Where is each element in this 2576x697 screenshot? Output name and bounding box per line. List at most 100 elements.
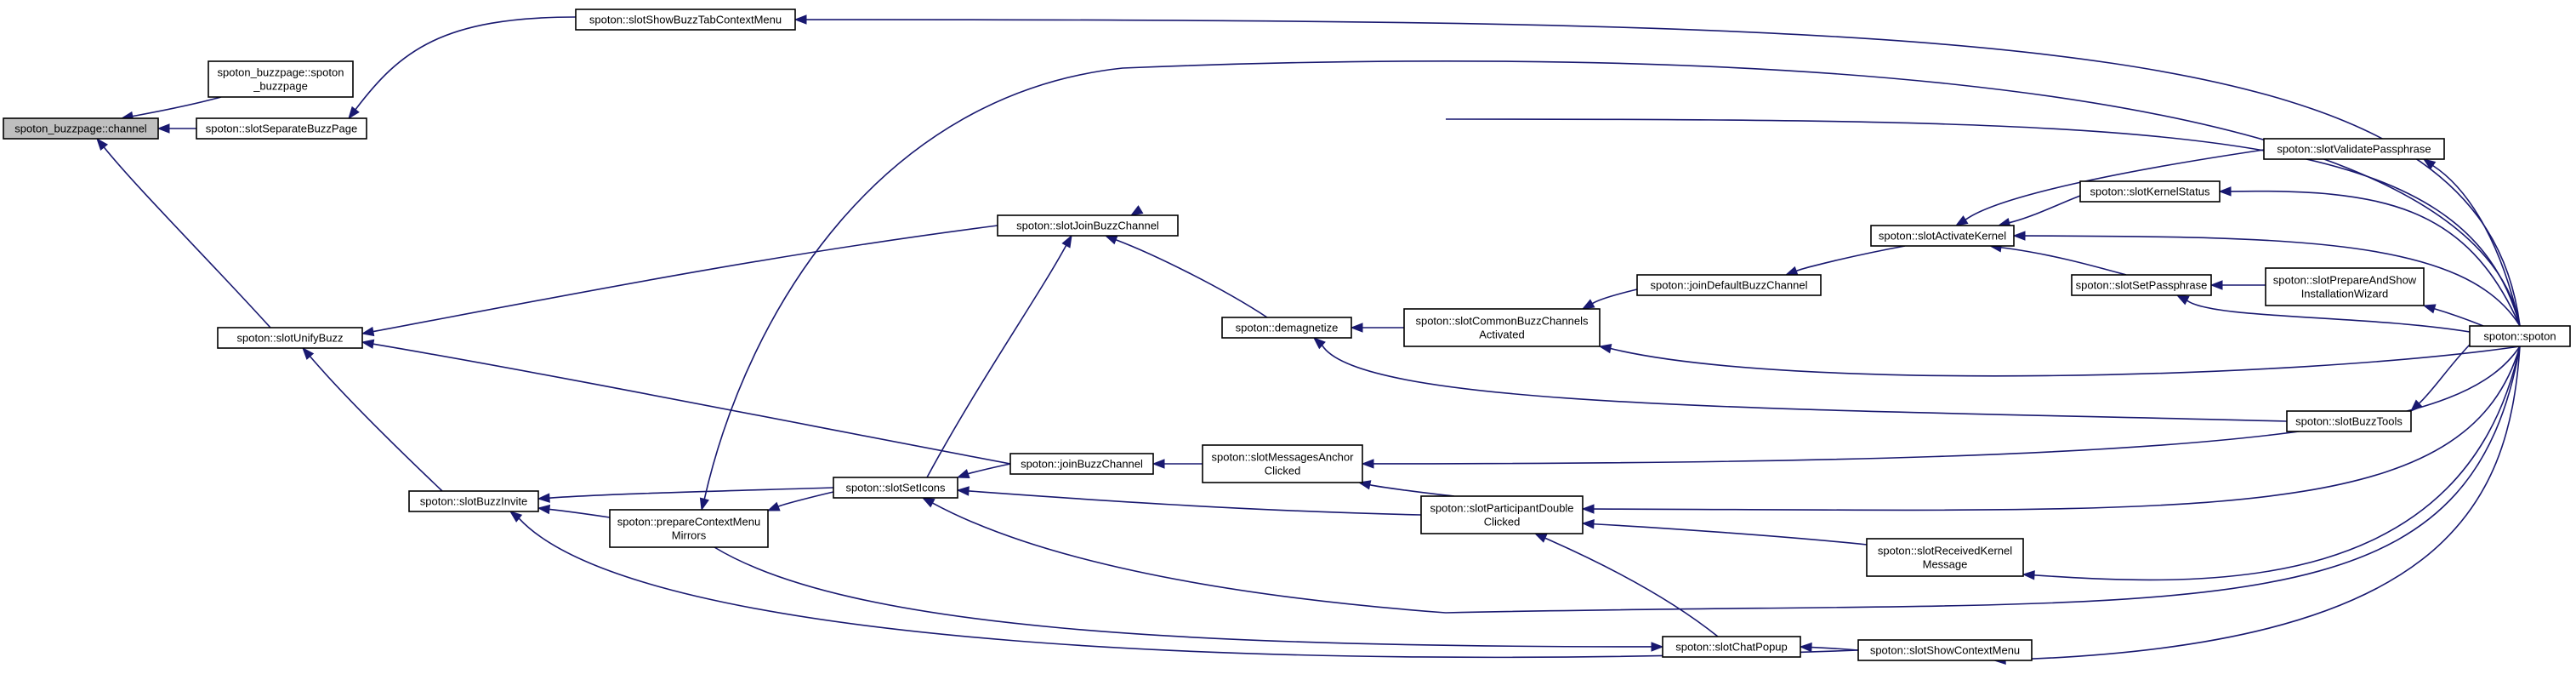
edge-slotParticipantDoubleClicked-to-slotMessagesAnchorClicked bbox=[1369, 483, 1455, 497]
node-box[interactable] bbox=[609, 509, 769, 548]
edge-spoton-to-slotParticipantDoubleClicked bbox=[1593, 346, 2521, 511]
arrowhead-spoton-to-slotCommonBuzzChannelsActivated bbox=[1598, 343, 1612, 354]
arrowhead-joinBuzzChannel-to-slotSetIcons bbox=[956, 469, 970, 478]
node-slotValidatePassphrase[interactable]: spoton::slotValidatePassphrase bbox=[2263, 138, 2445, 160]
node-slotBuzzTools[interactable]: spoton::slotBuzzTools bbox=[2286, 410, 2412, 432]
node-box[interactable] bbox=[217, 327, 363, 349]
node-box[interactable] bbox=[2079, 180, 2221, 203]
node-box[interactable] bbox=[575, 9, 796, 31]
edge-spoton-to-slotPrepareAndShowInstallationWizard bbox=[2434, 307, 2484, 327]
node-box[interactable] bbox=[196, 117, 367, 140]
arrowhead-slotMessagesAnchorClicked-to-joinBuzzChannel bbox=[1152, 459, 1165, 469]
node-box[interactable] bbox=[1403, 308, 1601, 347]
edge-demagnetize-to-slotJoinBuzzChannel bbox=[1115, 239, 1268, 318]
node-slotJoinBuzzChannel[interactable]: spoton::slotJoinBuzzChannel bbox=[997, 214, 1179, 237]
node-box[interactable] bbox=[1202, 444, 1363, 483]
node-slotActivateKernel[interactable]: spoton::slotActivateKernel bbox=[1870, 225, 2015, 247]
node-box[interactable] bbox=[997, 214, 1179, 237]
arrowhead-slotSetIcons-to-slotJoinBuzzChannel bbox=[1061, 234, 1072, 249]
node-box[interactable] bbox=[2469, 325, 2571, 347]
node-slotUnifyBuzz[interactable]: spoton::slotUnifyBuzz bbox=[217, 327, 363, 349]
node-slotBuzzInvite[interactable]: spoton::slotBuzzInvite bbox=[408, 490, 539, 512]
edge-slotActivateKernel-to-joinDefaultBuzzChannel bbox=[1795, 245, 1906, 272]
node-joinBuzzChannel[interactable]: spoton::joinBuzzChannel bbox=[1009, 453, 1154, 475]
arrowhead-spoton-to-slotBuzzTools bbox=[2409, 399, 2423, 412]
node-buzzpage_ctor[interactable]: spoton_buzzpage::spoton_buzzpage bbox=[208, 60, 354, 98]
node-label: spoton::slotSeparateBuzzPage bbox=[206, 123, 358, 135]
node-box[interactable] bbox=[1009, 453, 1154, 475]
node-slotSetPassphrase[interactable]: spoton::slotSetPassphrase bbox=[2071, 274, 2212, 296]
edge-buzzpage_ctor-to-channel bbox=[132, 96, 222, 117]
node-label: spoton::slotShowContextMenu bbox=[1870, 644, 2020, 657]
node-spoton[interactable]: spoton::spoton bbox=[2469, 325, 2571, 347]
edges-layer bbox=[96, 14, 2521, 666]
arrowhead-slotPrepareAndShowInstallationWizard-to-slotSetPassphrase bbox=[2209, 280, 2223, 290]
edge-spoton-to-slotBuzzTools bbox=[2418, 344, 2471, 404]
edge-slotSetIcons-to-slotBuzzInvite bbox=[549, 487, 834, 499]
node-slotShowBuzzTabContextMenu[interactable]: spoton::slotShowBuzzTabContextMenu bbox=[575, 9, 796, 31]
edge-slotShowBuzzTabContextMenu-to-slotSeparateBuzzPage bbox=[355, 16, 577, 111]
node-channel[interactable]: spoton_buzzpage::channel bbox=[3, 117, 159, 140]
edge-spoton-to-slotJoinBuzzChannel bbox=[1445, 118, 2521, 327]
edge-spoton-to-slotSetPassphrase bbox=[2186, 300, 2471, 333]
edge-prepareContextMenuMirrors-to-slotBuzzInvite bbox=[549, 508, 611, 518]
node-label: spoton::slotJoinBuzzChannel bbox=[1016, 220, 1159, 232]
arrowhead-demagnetize-to-slotJoinBuzzChannel bbox=[1104, 235, 1118, 245]
node-box[interactable] bbox=[208, 60, 354, 98]
node-slotPrepareAndShowInstallationWizard[interactable]: spoton::slotPrepareAndShowInstallationWi… bbox=[2265, 267, 2425, 306]
node-demagnetize[interactable]: spoton::demagnetize bbox=[1221, 317, 1352, 339]
arrowhead-slotBuzzTools-to-demagnetize bbox=[1312, 337, 1326, 350]
node-box[interactable] bbox=[1221, 317, 1352, 339]
node-box[interactable] bbox=[1866, 538, 2024, 577]
node-slotChatPopup[interactable]: spoton::slotChatPopup bbox=[1662, 636, 1801, 658]
arrowhead-spoton-to-slotReceivedKernelMessage bbox=[2022, 570, 2035, 580]
arrowhead-slotUnifyBuzz-to-channel bbox=[96, 137, 109, 151]
node-slotKernelStatus[interactable]: spoton::slotKernelStatus bbox=[2079, 180, 2221, 203]
node-box[interactable] bbox=[833, 477, 958, 499]
edge-spoton-to-slotShowBuzzTabContextMenu bbox=[805, 19, 2521, 327]
edge-slotSetIcons-to-prepareContextMenuMirrors bbox=[777, 491, 834, 507]
node-label: Activated bbox=[1479, 329, 1524, 341]
arrowhead-prepareContextMenuMirrors-to-slotBuzzInvite bbox=[537, 504, 551, 515]
node-box[interactable] bbox=[2286, 410, 2412, 432]
edge-slotParticipantDoubleClicked-to-slotSetIcons bbox=[968, 490, 1422, 516]
edge-slotJoinBuzzChannel-to-slotUnifyBuzz bbox=[372, 225, 998, 333]
edge-slotUnifyBuzz-to-channel bbox=[103, 146, 271, 329]
edge-spoton-to-slotActivateKernel bbox=[2024, 235, 2521, 327]
node-joinDefaultBuzzChannel[interactable]: spoton::joinDefaultBuzzChannel bbox=[1636, 274, 1822, 296]
node-box[interactable] bbox=[2265, 267, 2425, 306]
arrowhead-spoton-to-prepareContextMenuMirrors bbox=[699, 497, 709, 511]
node-slotSetIcons[interactable]: spoton::slotSetIcons bbox=[833, 477, 958, 499]
arrowhead-joinBuzzChannel-to-slotUnifyBuzz bbox=[361, 339, 375, 349]
arrowhead-spoton-to-slotPrepareAndShowInstallationWizard bbox=[2422, 304, 2437, 314]
arrowhead-spoton-to-slotSetPassphrase bbox=[2175, 294, 2190, 306]
arrowhead-slotSeparateBuzzPage-to-channel bbox=[156, 123, 170, 134]
node-box[interactable] bbox=[408, 490, 539, 512]
node-box[interactable] bbox=[1636, 274, 1822, 296]
node-box[interactable] bbox=[1870, 225, 2015, 247]
arrowhead-spoton-to-slotJoinBuzzChannel bbox=[1129, 205, 1144, 216]
node-box[interactable] bbox=[3, 117, 159, 140]
node-label: spoton::slotCommonBuzzChannels bbox=[1415, 315, 1589, 328]
node-label: spoton::slotValidatePassphrase bbox=[2277, 143, 2431, 156]
node-label: spoton::slotBuzzTools bbox=[2295, 415, 2403, 428]
node-box[interactable] bbox=[2263, 138, 2445, 160]
arrowhead-slotJoinBuzzChannel-to-slotUnifyBuzz bbox=[361, 326, 375, 337]
node-slotSeparateBuzzPage[interactable]: spoton::slotSeparateBuzzPage bbox=[196, 117, 367, 140]
arrowhead-slotSetIcons-to-slotBuzzInvite bbox=[537, 493, 550, 503]
edge-spoton-to-slotShowContextMenu bbox=[2005, 346, 2521, 661]
node-box[interactable] bbox=[1662, 636, 1801, 658]
node-label: spoton::slotUnifyBuzz bbox=[236, 332, 343, 345]
node-label: spoton::slotShowBuzzTabContextMenu bbox=[589, 14, 782, 26]
node-label: spoton::slotParticipantDouble bbox=[1430, 502, 1573, 515]
node-box[interactable] bbox=[1420, 495, 1584, 534]
node-slotShowContextMenu[interactable]: spoton::slotShowContextMenu bbox=[1857, 639, 2033, 661]
node-box[interactable] bbox=[2071, 274, 2212, 296]
node-box[interactable] bbox=[1857, 639, 2033, 661]
